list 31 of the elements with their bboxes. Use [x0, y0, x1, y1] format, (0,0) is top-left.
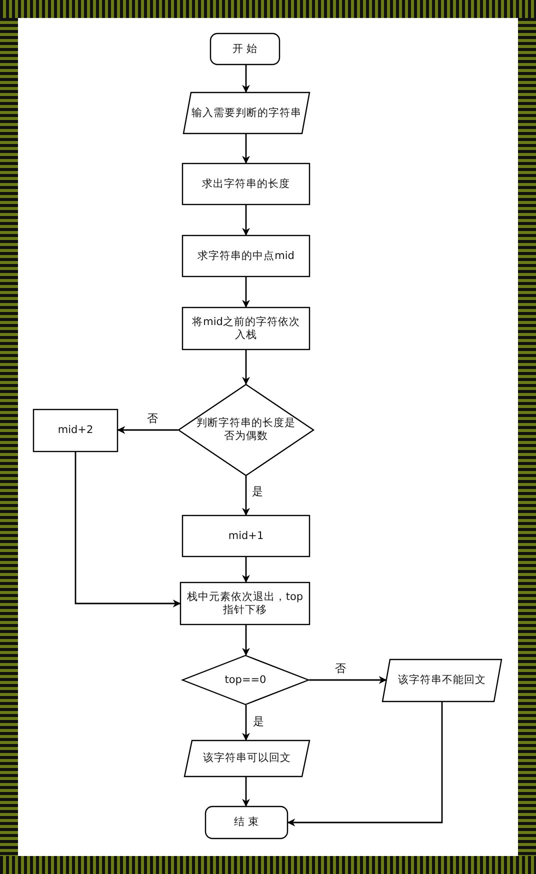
edge-label: 是	[250, 484, 265, 499]
edge-label: 否	[145, 411, 160, 426]
terminal-box: 开 始	[210, 33, 280, 65]
decision-diamond: top==0	[182, 655, 309, 705]
arrow	[242, 777, 250, 807]
arrow	[242, 134, 250, 164]
process-box: 求字符串的中点mid	[182, 235, 310, 277]
terminal-box: 结 束	[205, 806, 288, 839]
arrow	[242, 350, 250, 385]
arrow	[117, 426, 178, 434]
arrow	[242, 557, 250, 583]
process-box: mid+2	[33, 409, 118, 452]
arrow	[242, 65, 250, 93]
arrow	[242, 476, 250, 516]
process-box: 将mid之前的字符依次入栈	[182, 307, 310, 350]
process-box: 求出字符串的长度	[182, 163, 310, 205]
process-box: 栈中元素依次退出，top指针下移	[180, 582, 310, 625]
arrow	[242, 705, 250, 741]
decision-diamond: 判断字符串的长度是否为偶数	[178, 384, 314, 476]
arrow	[242, 277, 250, 308]
arrow	[74, 452, 181, 608]
arrow	[287, 702, 443, 826]
io-parallelogram: 该字符串不能回文	[382, 659, 502, 702]
io-parallelogram: 输入需要判断的字符串	[183, 92, 310, 134]
edge-label: 否	[333, 661, 348, 676]
process-box: mid+1	[182, 515, 310, 557]
arrow	[242, 625, 250, 656]
io-parallelogram: 该字符串可以回文	[184, 740, 310, 777]
edge-label: 是	[251, 714, 266, 729]
arrow	[309, 676, 387, 684]
arrow	[242, 205, 250, 236]
